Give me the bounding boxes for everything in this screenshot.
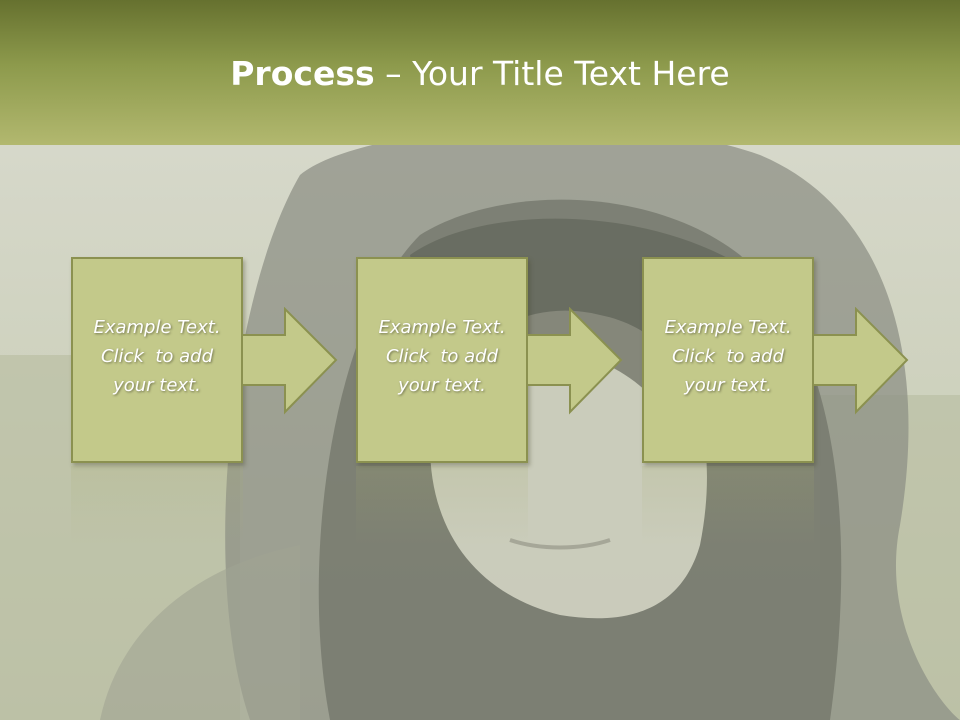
step-2-line-1: Example Text. [378, 317, 506, 338]
step-box-3[interactable]: Example Text. Click to add your text. [642, 257, 814, 463]
step-reflection-1 [71, 466, 243, 546]
step-2-line-3: your text. [398, 375, 486, 396]
step-box-2[interactable]: Example Text. Click to add your text. [356, 257, 528, 463]
slide-title[interactable]: Process – Your Title Text Here [0, 50, 960, 98]
step-3-line-1: Example Text. [664, 317, 792, 338]
step-1-line-1: Example Text. [93, 317, 221, 338]
step-text-1: Example Text. Click to add your text. [73, 313, 241, 400]
right-arrow-icon [526, 307, 623, 415]
step-1-line-2: Click to add [100, 346, 213, 367]
step-text-2: Example Text. Click to add your text. [358, 313, 526, 400]
step-reflection-2 [356, 466, 528, 546]
title-bold: Process [230, 54, 375, 93]
title-rest: – Your Title Text Here [374, 54, 730, 93]
step-box-1[interactable]: Example Text. Click to add your text. [71, 257, 243, 463]
step-1-line-3: your text. [113, 375, 201, 396]
step-3-line-3: your text. [684, 375, 772, 396]
title-bar: Process – Your Title Text Here [0, 0, 960, 145]
right-arrow-icon [241, 307, 338, 415]
step-3-line-2: Click to add [671, 346, 784, 367]
right-arrow-icon [812, 307, 909, 415]
step-text-3: Example Text. Click to add your text. [644, 313, 812, 400]
step-2-line-2: Click to add [385, 346, 498, 367]
step-reflection-3 [642, 466, 814, 546]
